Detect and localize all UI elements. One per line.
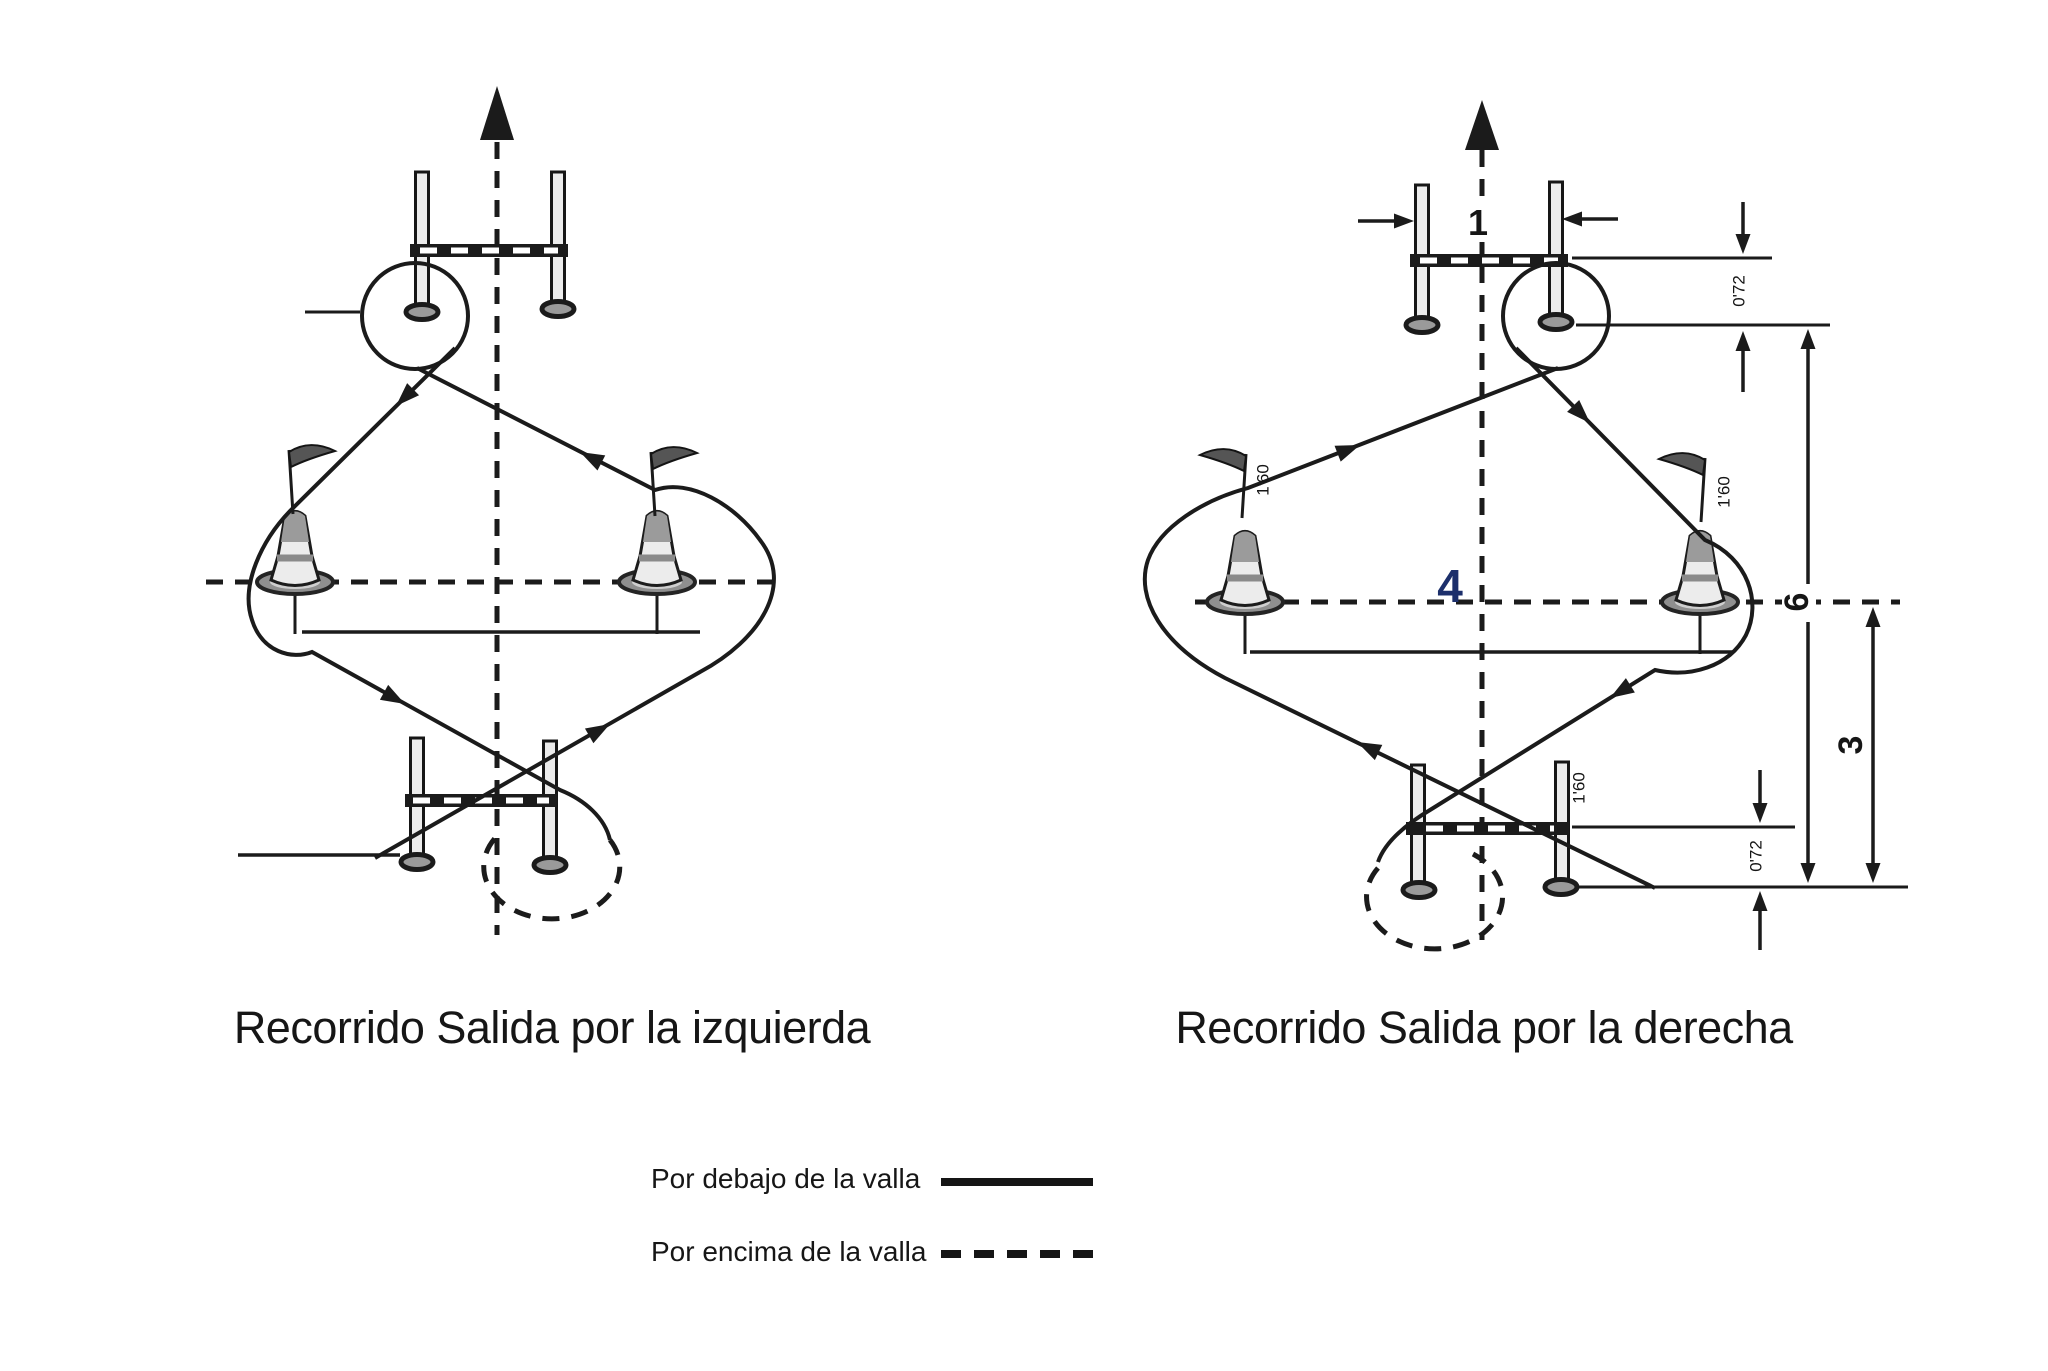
- hurdle-top: [1403, 180, 1575, 335]
- dim-label-length-half: 3: [1832, 736, 1870, 755]
- course-path-entry: [1142, 366, 1656, 890]
- flag-right-icon: [649, 445, 699, 518]
- dim-label-offset-top: 0'72: [1729, 275, 1748, 307]
- cone-right-icon: [1662, 532, 1738, 615]
- hurdle-top: [403, 170, 577, 322]
- course-arrow-icon: [584, 716, 615, 744]
- over-hurdle-loop-dashed: [1364, 851, 1506, 952]
- flag-left-icon: [1198, 447, 1248, 520]
- course-arrow-icon: [1334, 437, 1364, 462]
- course-arrow-icon: [379, 684, 410, 712]
- caption-left: Recorrido Salida por la izquierda: [233, 1002, 871, 1053]
- legend-swatch-solid: [941, 1178, 1093, 1186]
- dim-top-offset: [1572, 202, 1830, 392]
- course-loop-top-post: [360, 261, 470, 371]
- hurdle-bottom: [1400, 760, 1580, 900]
- course-path-return: [1376, 346, 1755, 863]
- course-arrow-icon: [1353, 734, 1383, 761]
- dim-label-hurdle-width: 1: [1468, 202, 1488, 243]
- legend-label-over: Por encima de la valla: [651, 1236, 927, 1267]
- course-loop-top-post: [1501, 261, 1611, 371]
- cone-left-icon: [1207, 532, 1283, 615]
- legend-label-under: Por debajo de la valla: [651, 1163, 921, 1194]
- course-path-entry: [374, 366, 776, 860]
- course-arrow-icon: [1605, 678, 1635, 706]
- legend-swatch-dashed: [941, 1250, 1093, 1258]
- course-diagram-left: [206, 86, 785, 935]
- dim-label-cone-separation: 4: [1437, 560, 1463, 612]
- caption-right: Recorrido Salida por la derecha: [1175, 1002, 1793, 1053]
- dim-label-post-height: 1'60: [1569, 772, 1588, 804]
- cone-right-icon: [619, 512, 695, 595]
- dim-label-flag-left: 1'60: [1253, 464, 1272, 496]
- course-diagram-right: 1 4 6 3 0'72 0'72 1'60 1'60 1'60: [1142, 100, 1908, 952]
- exit-arrow-icon: [1465, 100, 1499, 150]
- exit-arrow-icon: [480, 86, 514, 140]
- flag-right-icon: [1657, 451, 1707, 524]
- dim-label-offset-bottom: 0'72: [1746, 840, 1765, 872]
- dim-label-length-total: 6: [1778, 593, 1816, 612]
- course-arrow-icon: [576, 444, 606, 471]
- dim-width-arrows: [1358, 211, 1618, 229]
- hurdle-bottom: [398, 736, 569, 875]
- dim-label-flag-right: 1'60: [1714, 476, 1733, 508]
- cone-left-icon: [257, 512, 333, 595]
- course-path-return: [246, 346, 612, 841]
- over-hurdle-loop-dashed: [481, 833, 623, 922]
- dim-bottom-offset: [1572, 770, 1908, 950]
